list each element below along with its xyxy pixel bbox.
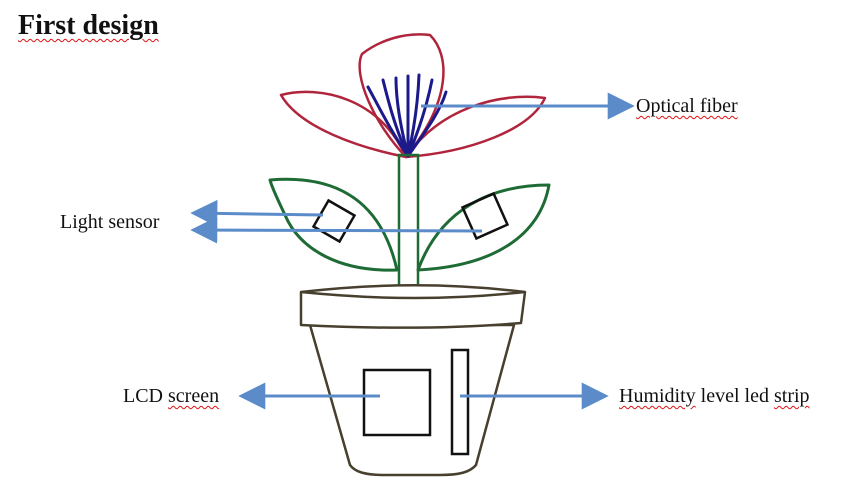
optical-fibers: [366, 73, 448, 158]
leaf-left: [268, 177, 399, 272]
label-humidity-word: Humidity: [619, 385, 696, 407]
arrow-light-sensor-left: [190, 199, 324, 227]
light-sensor-right: [460, 191, 510, 241]
arrow-light-sensor-right: [190, 216, 483, 244]
light-sensor-left: [311, 198, 357, 244]
pot-body: [308, 323, 516, 477]
lcd-screen: [362, 368, 432, 437]
flower-petals: [279, 33, 547, 159]
label-lcd-word: LCD: [123, 385, 163, 407]
leaf-right: [416, 183, 551, 272]
label-lcd-rest: screen: [168, 385, 220, 407]
label-light-sensor: Light sensor: [60, 211, 160, 233]
label-lcd-screen: LCD screen: [123, 386, 219, 406]
stem: [397, 153, 420, 304]
label-humidity-led-strip: Humidity level led strip: [619, 386, 810, 406]
leaves: [268, 177, 551, 272]
label-humidity-rest: level led: [700, 385, 769, 407]
page-title: First design: [18, 10, 159, 41]
petal-right: [404, 95, 547, 159]
pot-rim: [299, 284, 527, 330]
flower-pot: [299, 284, 527, 477]
petal-center: [358, 33, 445, 159]
label-optical-fiber: Optical fiber: [636, 96, 738, 116]
light-sensors: [311, 191, 510, 244]
label-optical-fiber-text: Optical fiber: [636, 95, 738, 117]
humidity-led-strip: [450, 348, 470, 456]
label-humidity-last: strip: [773, 385, 810, 407]
callout-arrows: [190, 92, 635, 410]
pot-rim-lip: [300, 290, 526, 300]
